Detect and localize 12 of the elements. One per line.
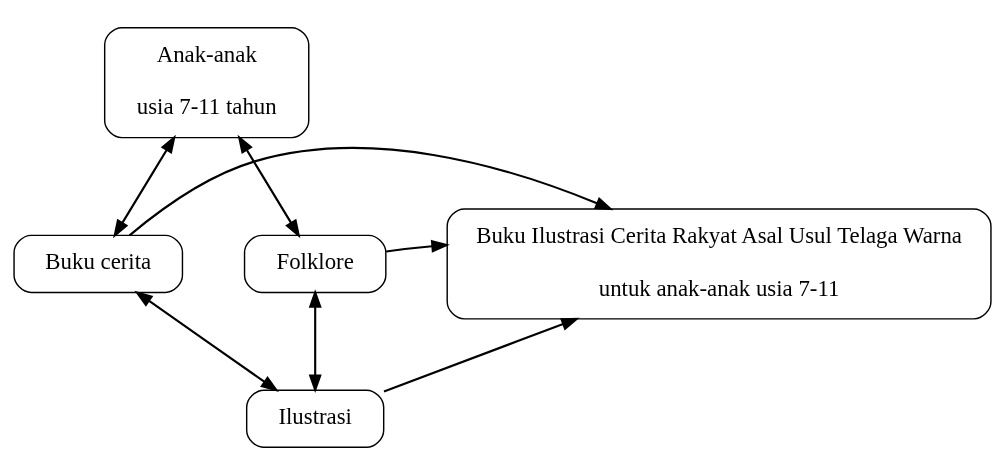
node-box: Folklore bbox=[243, 234, 387, 293]
arrow bbox=[113, 134, 176, 238]
arrow bbox=[134, 290, 280, 392]
arrow bbox=[237, 134, 301, 238]
node-box: Buku cerita bbox=[13, 234, 184, 293]
node-box: Buku Ilustrasi Cerita Rakyat Asal Usul Telaga Warna untuk anak-anak usia 7-11 bbox=[446, 207, 992, 320]
arrow bbox=[308, 288, 322, 393]
node-box: Anak-anak usia 7-11 tahun bbox=[103, 26, 310, 138]
node-box: Ilustrasi bbox=[245, 389, 385, 448]
arrow bbox=[128, 146, 614, 236]
arrow bbox=[386, 239, 450, 253]
arrow bbox=[383, 317, 580, 392]
